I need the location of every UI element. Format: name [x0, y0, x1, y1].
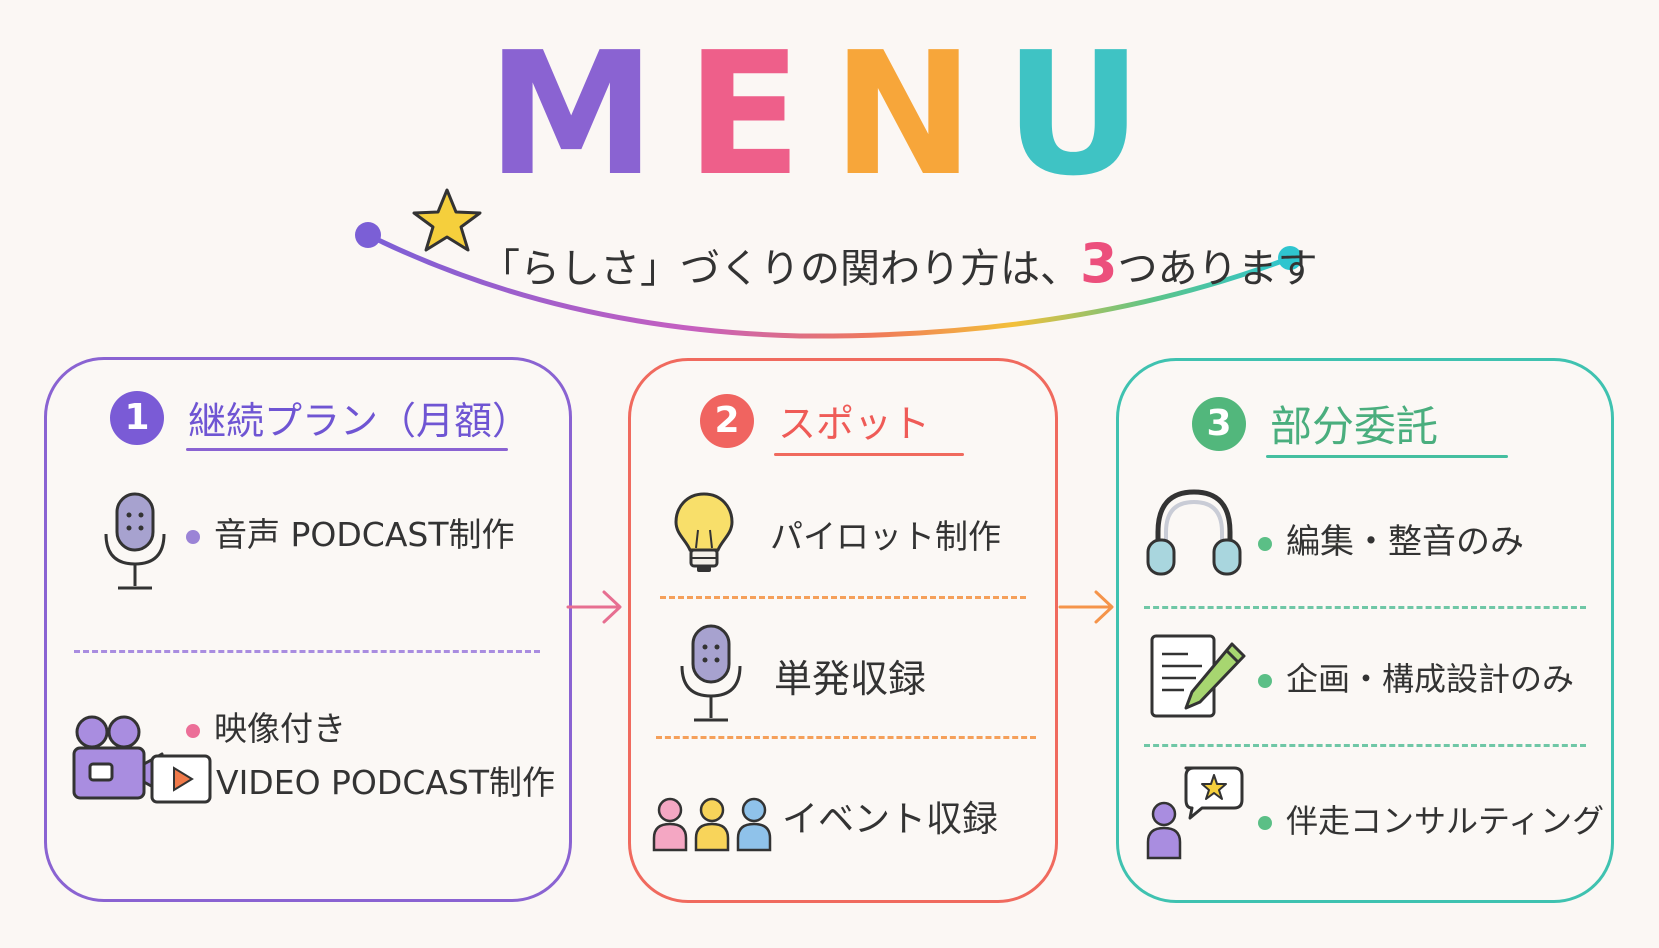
- card-3-header: 3 部分委託: [1192, 393, 1438, 454]
- video-camera-icon: [72, 715, 212, 804]
- star-icon: [412, 188, 482, 252]
- card-1-badge: 1: [110, 390, 164, 445]
- subtitle-before: 「らしさ」づくりの関わり方は、: [480, 246, 1080, 292]
- card-3-item-editing: 編集・整音のみ: [1258, 514, 1524, 563]
- card-3-divider-2: [1144, 744, 1586, 747]
- subtitle-after: つあります: [1117, 246, 1318, 292]
- card-3-divider-1: [1144, 606, 1586, 609]
- card-2-divider-1: [660, 596, 1026, 599]
- card-2-item-single-recording: 単発収録: [774, 657, 927, 701]
- card-1-underline: [186, 448, 508, 451]
- card-2-item-event-recording: イベント収録: [782, 799, 999, 840]
- microphone-icon: [104, 492, 166, 590]
- item-label: 編集・整音のみ: [1286, 522, 1524, 562]
- title-letter-e: E: [685, 16, 832, 214]
- menu-title: MENU: [0, 30, 1659, 200]
- consulting-person-icon: [1146, 766, 1244, 860]
- card-1-title: 継続プラン（月額）: [188, 399, 531, 443]
- card-2-underline: [774, 453, 964, 456]
- headphones-icon: [1146, 489, 1242, 576]
- card-2-header: 2 スポット: [700, 393, 930, 448]
- microphone-icon: [680, 624, 742, 722]
- card-1-header: 1 継続プラン（月額）: [110, 390, 530, 445]
- item-label-line-1: 映像付き: [214, 709, 346, 748]
- card-3-item-planning: 企画・構成設計のみ: [1258, 654, 1574, 700]
- card-2-item-pilot: パイロット制作: [770, 517, 1001, 556]
- card-1-item-audio-podcast: 音声 PODCAST制作: [186, 508, 515, 556]
- item-label: 音声 PODCAST制作: [214, 515, 515, 554]
- bullet-dot: [1258, 536, 1272, 551]
- people-icon: [652, 797, 772, 852]
- document-pencil-icon: [1150, 634, 1246, 718]
- arrow-right-icon: [566, 590, 622, 624]
- card-1-item-video-podcast: 映像付き VIDEO PODCAST制作: [186, 702, 555, 810]
- item-label: 企画・構成設計のみ: [1286, 660, 1575, 698]
- lightbulb-icon: [674, 492, 734, 572]
- card-2-badge: 2: [700, 393, 754, 448]
- card-3-underline: [1266, 455, 1508, 458]
- subtitle-number: 3: [1080, 232, 1118, 295]
- card-3-item-consulting: 伴走コンサルティング: [1258, 796, 1604, 842]
- subtitle: 「らしさ」づくりの関わり方は、3つあります: [480, 232, 1318, 295]
- item-label-line-2: VIDEO PODCAST制作: [216, 763, 556, 802]
- card-3-title: 部分委託: [1270, 402, 1439, 451]
- bullet-dot: [186, 529, 200, 544]
- bullet-dot: [186, 723, 200, 738]
- title-letter-m: M: [486, 16, 686, 214]
- arrow-right-icon: [1058, 590, 1114, 624]
- card-subscription-plan: [44, 357, 572, 902]
- item-label: 伴走コンサルティング: [1286, 802, 1605, 840]
- card-3-badge: 3: [1192, 396, 1246, 451]
- title-letter-u: U: [1004, 16, 1173, 214]
- card-2-title: スポット: [778, 402, 931, 446]
- bullet-dot: [1258, 674, 1272, 688]
- bullet-dot: [1258, 816, 1272, 830]
- title-letter-n: N: [831, 16, 1005, 214]
- card-2-divider-2: [656, 736, 1036, 739]
- card-1-divider: [74, 650, 540, 653]
